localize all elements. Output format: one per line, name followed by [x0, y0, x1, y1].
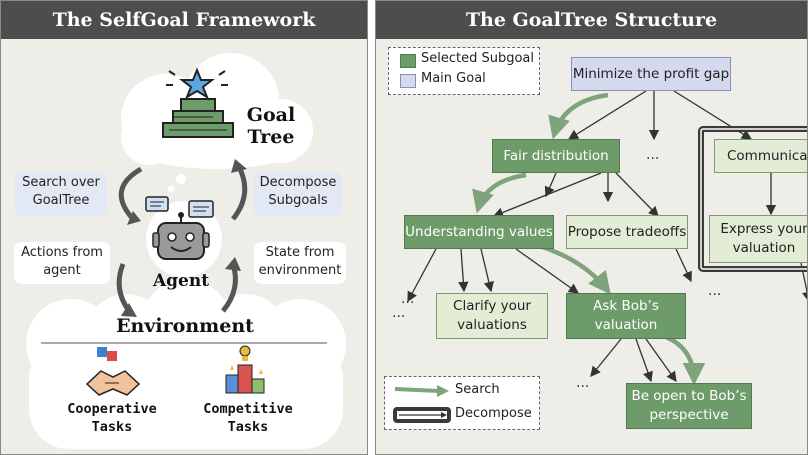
- robot-icon: [145, 196, 214, 260]
- node-fair-distribution: Fair distribution: [492, 139, 620, 173]
- agent-label: Agent: [152, 271, 210, 291]
- node-be-open-to-bob: Be open to Bob’s perspective: [626, 383, 752, 429]
- environment-label: Environment: [116, 315, 254, 337]
- selfgoal-title: The SelfGoal Framework: [1, 1, 367, 39]
- main-goal-label: Main Goal: [421, 71, 486, 86]
- goal-tree-label: Goal Tree: [246, 104, 296, 148]
- main-goal-swatch: [400, 74, 416, 88]
- handshake-icon: [85, 347, 141, 396]
- selfgoal-framework-panel: The SelfGoal Framework: [0, 0, 368, 455]
- trophy-stack-icon: [162, 98, 234, 138]
- ellipsis-3: ...: [392, 305, 406, 321]
- framework-diagram-graphics: [26, 53, 346, 449]
- ellipsis-1: ...: [646, 147, 660, 163]
- state-from-environment-label: State from environment: [254, 242, 346, 284]
- node-communicate: Communicat: [714, 139, 807, 173]
- podium-icon: [225, 345, 265, 394]
- decompose-subgoals-label: Decompose Subgoals: [254, 172, 342, 216]
- star-icon: [166, 67, 228, 100]
- node-express-valuation: Express your valuation: [709, 215, 807, 263]
- node-propose-tradeoffs: Propose tradeoffs: [566, 215, 688, 249]
- decompose-legend-label: Decompose: [455, 406, 532, 421]
- ellipsis-4: ...: [708, 283, 722, 299]
- selected-subgoal-swatch: [400, 54, 416, 68]
- node-clarify-valuations: Clarify your valuations: [436, 293, 548, 339]
- edge-legend-icons: [393, 385, 451, 423]
- goaltree-structure-panel: The GoalTree Structure: [375, 0, 808, 455]
- actions-from-agent-label: Actions from agent: [14, 242, 110, 284]
- edge-legend: Search Decompose: [384, 376, 540, 430]
- selected-subgoal-label: Selected Subgoal: [421, 51, 535, 66]
- competitive-tasks-label: Competitive Tasks: [203, 401, 293, 435]
- node-ask-bob-valuation: Ask Bob’s valuation: [566, 293, 686, 339]
- search-legend-label: Search: [455, 382, 500, 397]
- ellipsis-2: ...: [401, 291, 415, 307]
- ellipsis-5: ...: [576, 375, 590, 391]
- search-over-goaltree-label: Search over GoalTree: [15, 172, 107, 216]
- cooperative-tasks-label: Cooperative Tasks: [67, 401, 157, 435]
- goaltree-edges: [407, 90, 807, 386]
- node-minimize-profit-gap: Minimize the profit gap: [571, 57, 731, 91]
- node-legend: Selected Subgoal Main Goal: [388, 47, 540, 95]
- environment-cloud: [26, 279, 346, 449]
- goaltree-title: The GoalTree Structure: [376, 1, 807, 39]
- node-understanding-values: Understanding values: [404, 215, 554, 249]
